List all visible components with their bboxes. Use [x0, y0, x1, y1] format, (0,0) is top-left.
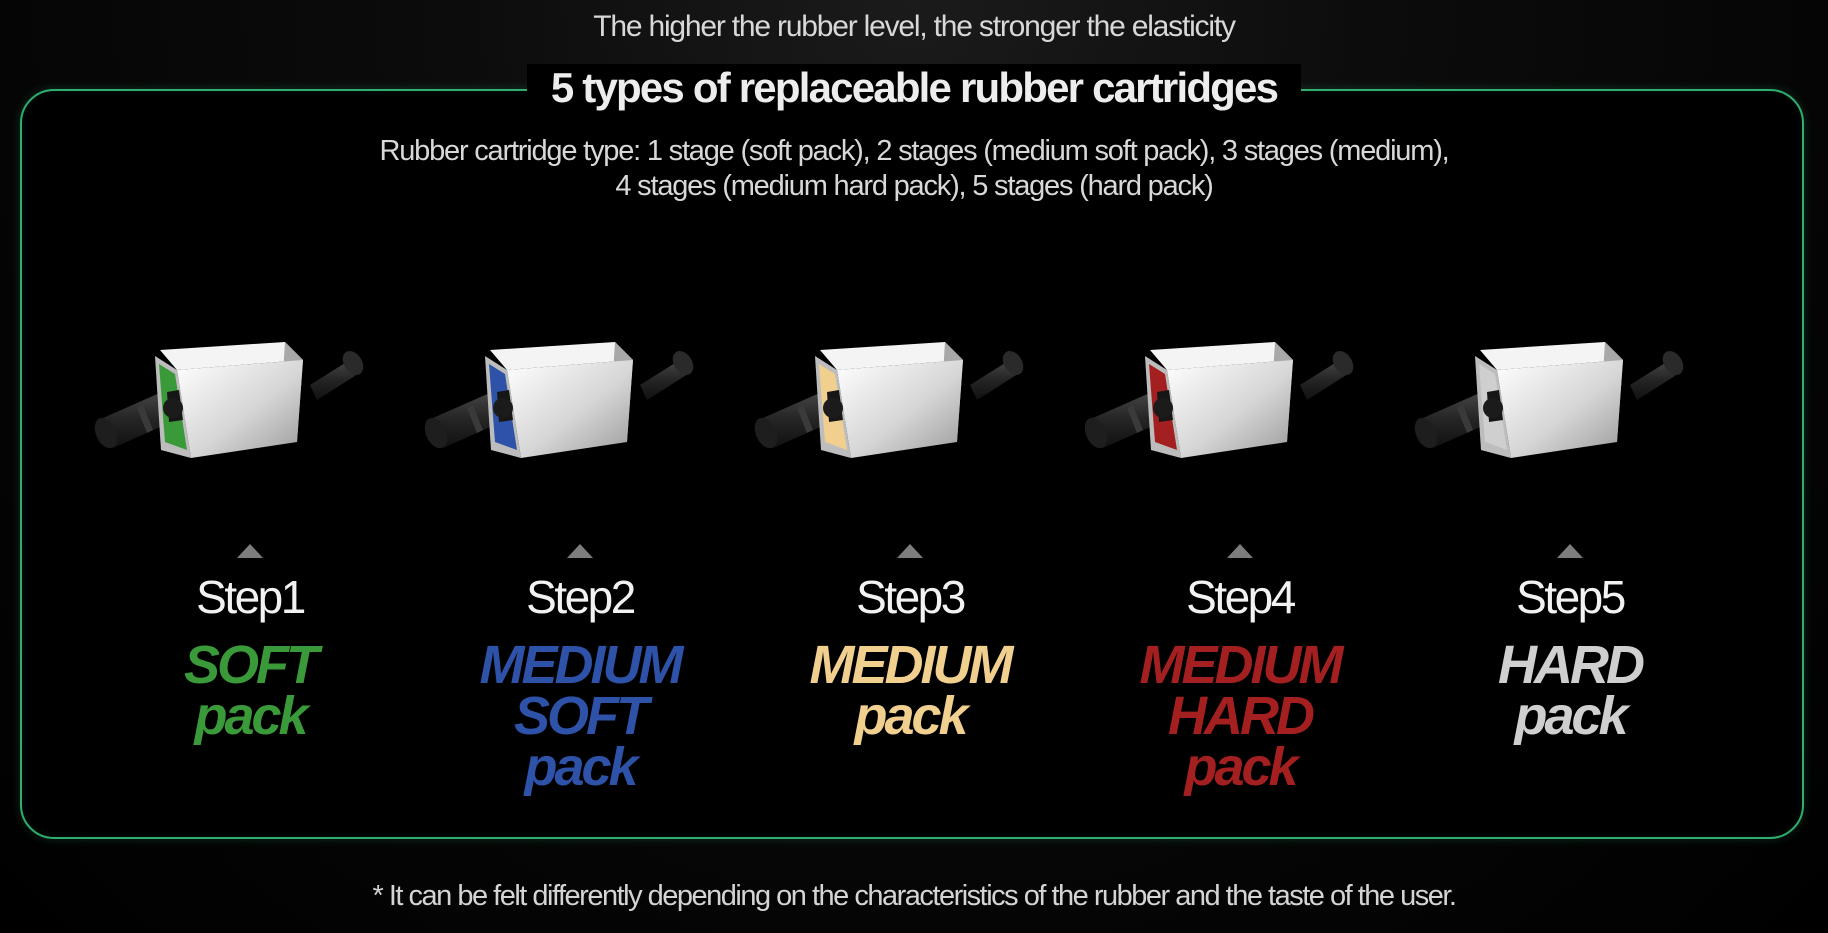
hardness-name-line: SOFT — [184, 635, 319, 695]
cartridge-panel-frame — [20, 89, 1804, 839]
cartridge-type-description: Rubber cartridge type: 1 stage (soft pac… — [0, 134, 1828, 204]
hardness-name-line: pack — [854, 686, 968, 746]
tagline: The higher the rubber level, the stronge… — [593, 10, 1236, 43]
up-triangle-icon — [237, 544, 263, 558]
step-label: Step5 — [1516, 571, 1626, 623]
red-rubber-cartridge-icon — [1084, 342, 1354, 458]
up-triangle-icon — [1227, 544, 1253, 558]
green-rubber-cartridge-icon — [94, 342, 364, 458]
step-label: Step2 — [526, 571, 636, 623]
hardness-name-line: MEDIUM — [1139, 635, 1344, 695]
step-label: Step3 — [856, 571, 966, 623]
headline: 5 types of replaceable rubber cartridges — [0, 64, 1828, 112]
hardness-name-line: MEDIUM — [809, 635, 1014, 695]
hardness-name-line: pack — [524, 737, 638, 797]
black-rubber-cartridge-icon — [1414, 342, 1684, 458]
hardness-name-line: pack — [194, 686, 308, 746]
footnote: * It can be felt differently depending o… — [372, 880, 1457, 912]
hardness-name-line: pack — [1184, 737, 1298, 797]
hardness-name-line: HARD — [1168, 686, 1315, 746]
up-triangle-icon — [567, 544, 593, 558]
description-line-2: 4 stages (medium hard pack), 5 stages (h… — [615, 170, 1213, 202]
beige-rubber-cartridge-icon — [754, 342, 1024, 458]
blue-rubber-cartridge-icon — [424, 342, 694, 458]
hardness-name-line: pack — [1514, 686, 1628, 746]
hardness-name-line: HARD — [1498, 635, 1645, 695]
step-label: Step1 — [196, 571, 306, 623]
hardness-name-line: MEDIUM — [479, 635, 684, 695]
hardness-name-line: SOFT — [514, 686, 649, 746]
description-line-1: Rubber cartridge type: 1 stage (soft pac… — [379, 135, 1449, 167]
step-label: Step4 — [1186, 571, 1296, 623]
up-triangle-icon — [1557, 544, 1583, 558]
up-triangle-icon — [897, 544, 923, 558]
headline-text: 5 types of replaceable rubber cartridges — [526, 64, 1302, 111]
